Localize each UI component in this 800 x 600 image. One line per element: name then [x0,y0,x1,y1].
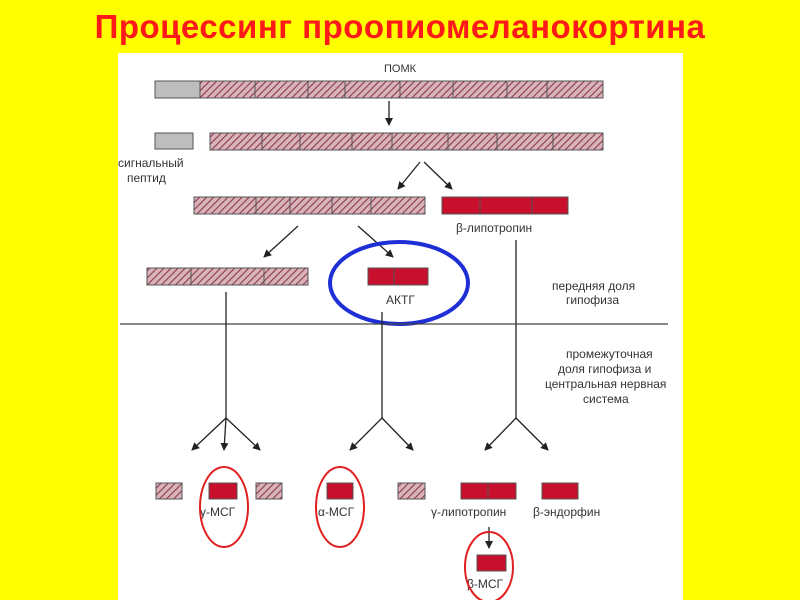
pomc-label: ПОМК [384,63,417,75]
gamma-lipotropin-bar [460,482,517,500]
anterior-pituitary-label-2: гипофиза [566,293,619,307]
acth-label: АКТГ [386,293,415,307]
arrow-to-acth [357,225,394,258]
fork-arrows-right [484,417,549,451]
acth-bar [367,267,429,286]
clip-segment [397,482,426,500]
fragment-segment-1 [155,482,183,500]
beta-msh-segment [476,554,507,572]
fork-arrows-middle [349,417,414,451]
gamma-msh-highlight [199,466,249,548]
pro-acth-bar [193,196,426,215]
intermediate-label-4: система [583,392,629,406]
arrow-to-precursor [263,225,299,258]
beta-lipotropin-bar [441,196,569,215]
gamma-msh-segment [208,482,238,500]
pomc-without-signal-bar [209,132,604,151]
intermediate-label-3: центральная нервная [545,377,666,391]
signal-peptide-label-1: сигнальный [118,156,184,170]
signal-peptide-label-2: пептид [127,171,166,185]
arrow-split-right [423,161,453,190]
beta-msh-highlight [464,531,514,600]
page-title: Процессинг проопиомеланокортина [94,8,706,45]
signal-peptide-segment [154,132,194,150]
gamma-lipotropin-label: γ-липотропин [431,505,506,519]
alpha-msh-label: α-МСГ [318,505,355,519]
beta-lipotropin-label: β-липотропин [456,221,532,235]
alpha-msh-segment [326,482,354,500]
arrow-split-left [397,161,421,190]
beta-msh-label: β-МСГ [467,577,504,591]
beta-endorphin-label: β-эндорфин [533,505,600,519]
fragment-segment-2 [255,482,283,500]
intermediate-label-1: промежуточная [566,347,653,361]
fork-arrows-left [191,417,261,451]
beta-endorphin-segment [541,482,579,500]
alpha-msh-highlight [315,466,365,548]
anterior-pituitary-label-1: передняя доля [552,279,635,293]
pomc-precursor-bar [154,80,604,99]
n-terminal-fragment-bar [146,267,309,286]
gamma-msh-label: γ-МСГ [200,505,236,519]
intermediate-label-2: доля гипофиза и [558,362,651,376]
